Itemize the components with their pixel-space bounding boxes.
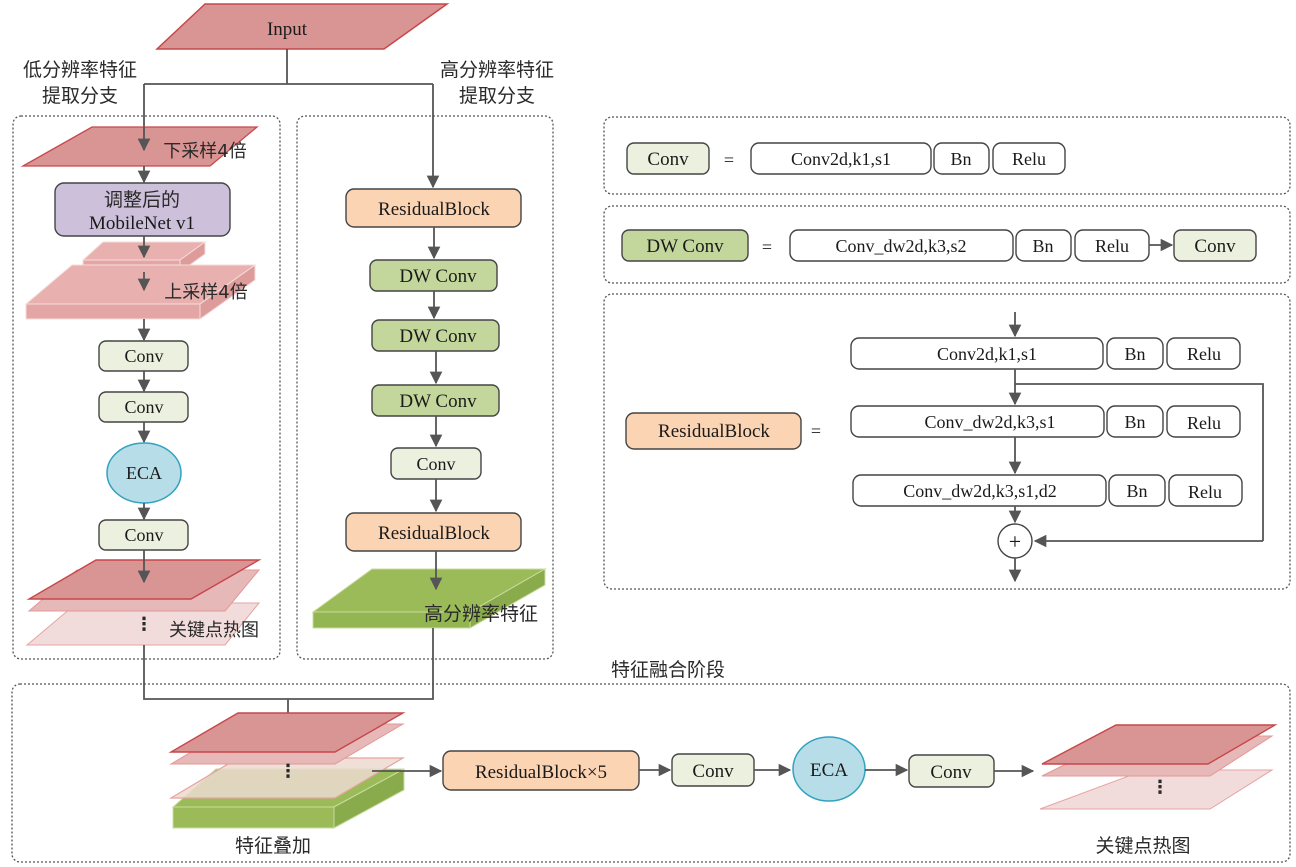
legend-residual-row1-bn-label: Bn <box>1124 344 1145 364</box>
stack-layer-dark <box>168 712 406 753</box>
legend-dwconv-equals: = <box>762 237 772 257</box>
legend-residual-row1-relu <box>1166 337 1241 370</box>
legend-residual-row2-conv-label: Conv_dw2d,k3,s1 <box>924 412 1055 432</box>
low-heatmap-stack <box>25 559 262 646</box>
legend-residual-name: ResidualBlock <box>658 421 770 442</box>
high-feature-label: 高分辨率特征 <box>424 603 538 625</box>
mobilenet-block <box>54 182 231 237</box>
fusion-output-heatmap <box>1039 724 1278 810</box>
legend-dwconv-part-bn-label: Bn <box>1032 236 1053 256</box>
legend-residual-row3-bn-label: Bn <box>1126 481 1147 501</box>
high-branch-container <box>296 115 554 660</box>
fusion-conv1-label: Conv <box>692 761 734 782</box>
legend-conv-container <box>603 116 1291 195</box>
low-eca-label: ECA <box>126 463 162 483</box>
legend-residual-row3-relu-label: Relu <box>1188 482 1222 502</box>
legend-dwconv-part-relu-label: Relu <box>1095 236 1129 256</box>
legend-dwconv-part-bn <box>1015 229 1072 262</box>
output-heatmap-layer-light <box>1039 769 1274 810</box>
low-branch-container <box>12 115 281 660</box>
fusion-residual-x5-label: ResidualBlock×5 <box>475 762 607 783</box>
legend-residual-name-block <box>625 412 802 450</box>
stack-green-front <box>172 806 335 829</box>
legend-conv-part-conv2d <box>750 142 932 175</box>
legend-residual-row2-bn-label: Bn <box>1124 412 1145 432</box>
high-res-feature-slab <box>311 568 547 629</box>
legend-dwconv-container <box>603 205 1291 284</box>
legend-residual-row3-relu <box>1168 474 1243 507</box>
fusion-title: 特征融合阶段 <box>611 659 725 681</box>
legend-residual-row3-conv <box>852 474 1107 507</box>
input-parallelogram <box>155 3 450 50</box>
mobilenet-label-line2: MobileNet v1 <box>89 213 195 234</box>
legend-residual-row2-bn <box>1106 405 1164 438</box>
legend-dwconv-part-convdw <box>789 229 1014 262</box>
legend-conv-name: Conv <box>647 149 689 170</box>
high-dwconv2-label: DW Conv <box>399 326 477 347</box>
fusion-eca-block <box>792 736 866 802</box>
legend-conv-part-bn-label: Bn <box>950 149 971 169</box>
legend-residual-equals: = <box>811 421 821 441</box>
legend-residual-row1-relu-label: Relu <box>1187 344 1221 364</box>
low-heatmap-dots: ⋮ <box>135 614 153 635</box>
legend-residual-container <box>603 293 1291 590</box>
legend-residual-row2-relu <box>1166 405 1241 438</box>
low-branch-title-line1: 低分辨率特征 <box>23 59 137 81</box>
high-branch-title-line1: 高分辨率特征 <box>440 59 554 81</box>
legend-residual-row1-conv-label: Conv2d,k1,s1 <box>937 344 1037 364</box>
high-residual2-label: ResidualBlock <box>378 523 490 544</box>
add-icon: + <box>1009 529 1021 554</box>
fusion-eca-label: ECA <box>810 760 848 781</box>
legend-conv-part-relu-label: Relu <box>1012 149 1046 169</box>
input-label: Input <box>267 19 308 40</box>
fusion-stack-dots: ⋮ <box>279 761 297 782</box>
low-conv1-label: Conv <box>124 346 163 366</box>
legend-conv-part-conv2d-label: Conv2d,k1,s1 <box>791 149 891 169</box>
high-residual1-label: ResidualBlock <box>378 199 490 220</box>
legend-dwconv-then-conv-block <box>1173 229 1257 262</box>
legend-residual-row2-relu-label: Relu <box>1187 413 1221 433</box>
legend-dwconv-name-block <box>621 229 749 262</box>
legend-conv-part-bn <box>933 142 990 175</box>
legend-dwconv-part-convdw-label: Conv_dw2d,k3,s2 <box>835 236 966 256</box>
legend-residual-row1-conv <box>850 337 1104 370</box>
legend-residual-row1-bn <box>1106 337 1164 370</box>
legend-dwconv-then-conv-label: Conv <box>1194 236 1236 257</box>
low-heatmap-label: 关键点热图 <box>169 620 259 641</box>
stack-layer-light <box>168 757 406 799</box>
output-heatmap-label: 关键点热图 <box>1095 835 1190 857</box>
legend-conv-part-relu <box>992 142 1066 175</box>
fusion-conv2-label: Conv <box>930 762 972 783</box>
fusion-feature-stack <box>168 712 406 829</box>
input-node: Input <box>155 3 450 50</box>
fusion-container <box>11 683 1291 863</box>
fusion-stack-label: 特征叠加 <box>235 835 311 857</box>
downsample-label: 下采样4倍 <box>163 141 246 162</box>
upsample-label: 上采样4倍 <box>164 282 247 303</box>
output-heatmap-layer-dark <box>1041 724 1278 765</box>
high-branch-title-line2: 提取分支 <box>459 85 535 107</box>
legend-residual-row2-conv <box>850 405 1105 438</box>
mobilenet-label-line1: 调整后的 <box>104 189 180 211</box>
output-heatmap-dots: ⋮ <box>1151 777 1169 798</box>
legend-residual-skip-line <box>1015 383 1264 541</box>
low-branch-title-line2: 提取分支 <box>42 85 118 107</box>
legend-dwconv-name: DW Conv <box>646 236 724 257</box>
stack-green-side <box>333 768 405 829</box>
high-conv-label: Conv <box>416 454 455 474</box>
legend-conv-name-block <box>626 142 710 175</box>
legend-residual-row3-conv-label: Conv_dw2d,k3,s1,d2 <box>903 481 1057 501</box>
low-conv2-label: Conv <box>124 397 163 417</box>
high-dwconv1-label: DW Conv <box>399 266 477 287</box>
legend-residual-row3-bn <box>1108 474 1166 507</box>
high-residual2-block <box>345 512 522 552</box>
low-conv3-label: Conv <box>124 525 163 545</box>
high-dwconv3-label: DW Conv <box>399 391 477 412</box>
legend-conv-equals: = <box>724 150 734 170</box>
